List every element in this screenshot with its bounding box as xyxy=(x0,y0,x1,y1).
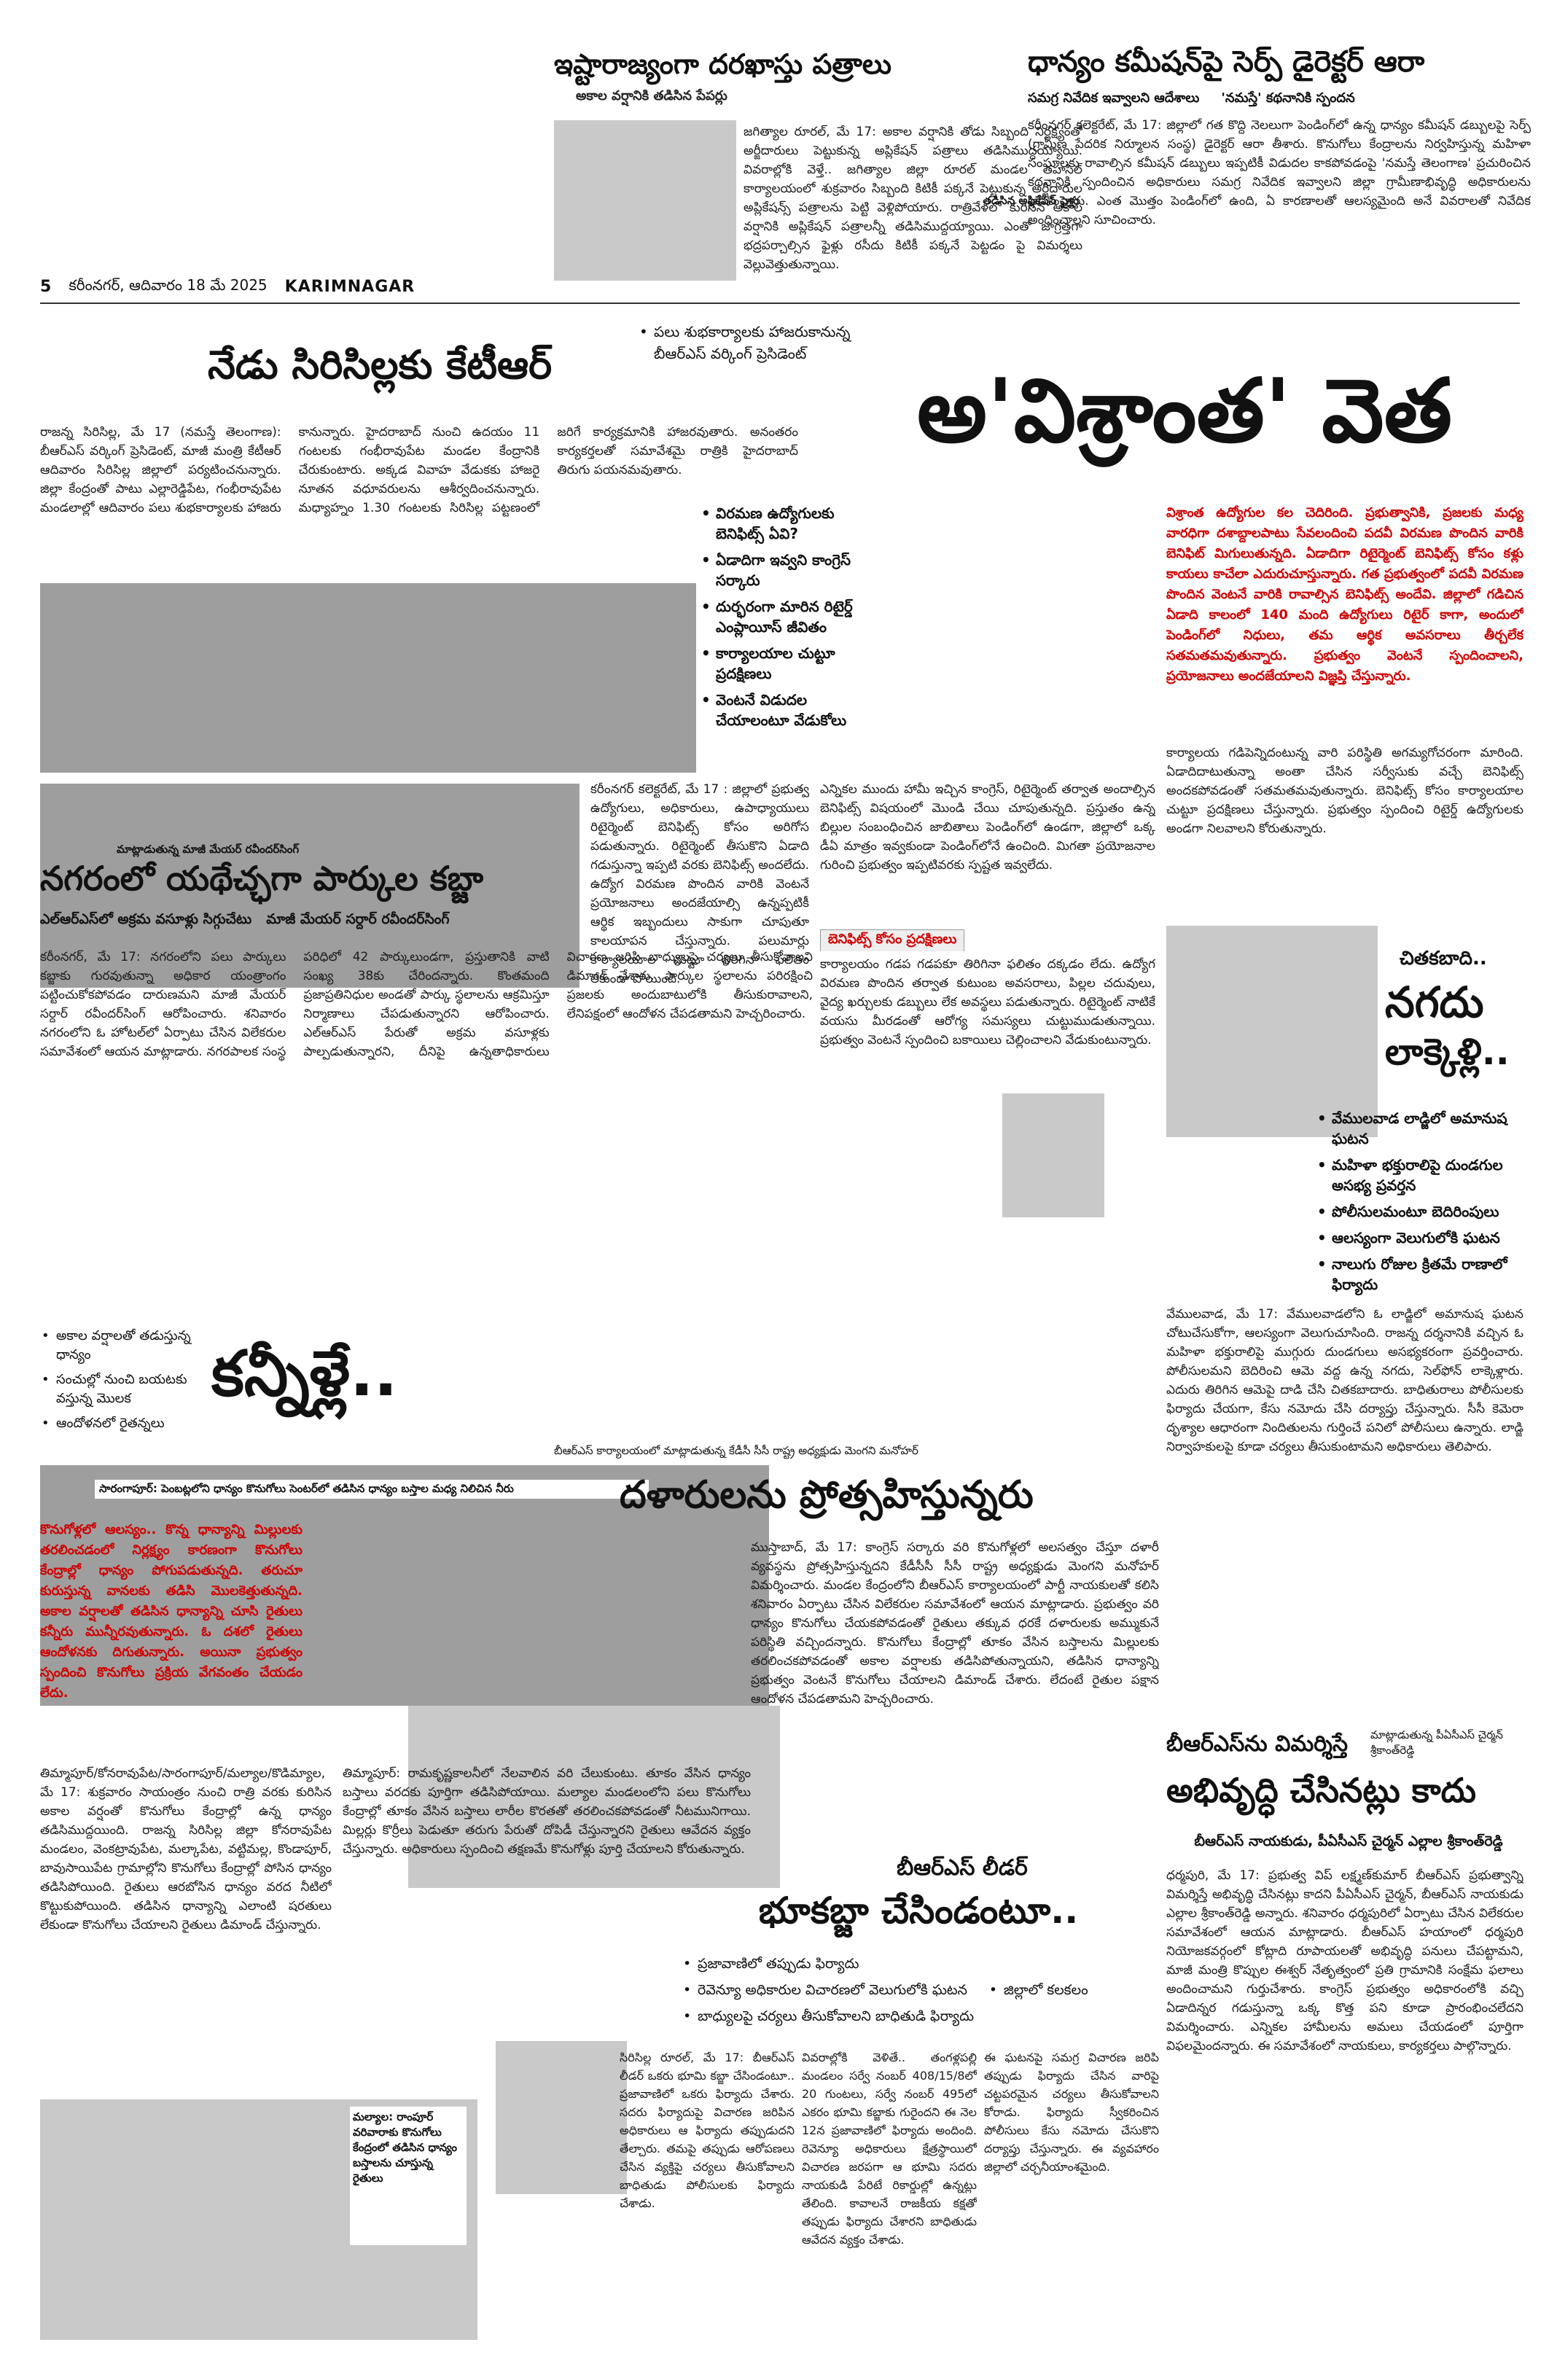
development-byline: బీఆర్‌ఎస్ నాయకుడు, పీఏసీఎస్ చైర్మన్ ఎల్ల… xyxy=(1194,1833,1503,1849)
tears-headline: కన్నీళ్లే.. xyxy=(211,1338,398,1411)
ktr-headline: నేడు సిరిసిల్లకు కేటీఆర్ xyxy=(208,343,553,388)
cash-body: వేములవాడ, మే 17: వేములవాడలోని ఓ లాడ్జిలో… xyxy=(1166,1307,1523,1454)
restless-bullet: దుర్భరంగా మారిన రిటైర్డ్ ఎంప్లాయీస్ జీవి… xyxy=(700,596,860,637)
land-kicker: బీఆర్‌ఎస్ లీడర్ xyxy=(897,1855,1028,1881)
land-photo xyxy=(496,2041,627,2194)
brokers-kicker: బీఆర్‌ఎస్ కార్యాలయంలో మాట్లాడుతున్న కేడీ… xyxy=(554,1444,918,1457)
land-body-c: ఈ ఘటనపై సమగ్ర విచారణ జరిపి తప్పుడు ఫిర్య… xyxy=(984,2051,1159,2174)
land-bullets: ప్రజావాణిలో తప్పుడు ఫిర్యాదు రెవెన్యూ అధ… xyxy=(682,1954,1163,2041)
applications-photo xyxy=(554,120,736,281)
cash-headline: నగదు లాక్కెళ్లి.. xyxy=(1385,978,1510,1073)
edition-name: KARIMNAGAR xyxy=(284,277,415,296)
cash-bullet: పోలీసులమంటూ బెదిరింపులు xyxy=(1316,1201,1534,1222)
land-bullet: ప్రజావాణిలో తప్పుడు ఫిర్యాదు xyxy=(682,1954,859,1974)
cash-bullets: వేములవాడ లాడ్జిలో అమానుష ఘటన మహిళా భక్తు… xyxy=(1316,1108,1534,1298)
restless-body-d: కార్యాలయ గడిపెన్నిదంటున్న వారి పరిస్థితి… xyxy=(1166,746,1523,836)
commission-body: కరీంనగర్ కలెక్టరేట్, మే 17: జిల్లాలో గత … xyxy=(1028,118,1531,227)
restless-red-intro: విశ్రాంత ఉద్యోగుల కల చెదిరింది. ప్రభుత్వ… xyxy=(1166,505,1523,684)
ktr-bullets: పలు శుభకార్యాలకు హాజరుకానున్న బీఆర్‌ఎస్ … xyxy=(638,321,856,408)
development-body: ధర్మపురి, మే 17: ప్రభుత్వ విప్ లక్ష్మణ్‌… xyxy=(1166,1868,1523,2053)
tears-body-left: తిమ్మాపూర్/కోనరావుపేట/సారంగాపూర్/మల్యాల/… xyxy=(40,1766,332,1932)
parks-photo xyxy=(40,784,580,988)
restless-inset-photo xyxy=(1002,1093,1104,1217)
story-commission: ధాన్యం కమీషన్‌పై సెర్ప్ డైరెక్టర్ ఆరా సమ… xyxy=(1028,44,1531,299)
restless-bullet: ఏడాదిగా ఇవ్వని కాంగ్రెస్ సర్కారు xyxy=(700,550,860,590)
tears-caption: సారంగాపూర్: పెంబట్లలోని ధాన్యం కొనుగోలు … xyxy=(95,1480,649,1499)
parks-caption: మాట్లాడుతున్న మాజీ మేయర్ రవీందర్‌సింగ్ xyxy=(117,843,300,856)
tears-body-right: తిమ్మాపూర్: రామకృష్ణకాలనీలో నేలవాలిన వరి… xyxy=(343,1766,751,1857)
header-rule xyxy=(40,303,1520,304)
ktr-bullet: పలు శుభకార్యాలకు హాజరుకానున్న బీఆర్‌ఎస్ … xyxy=(638,321,856,364)
restless-bullets: విరమణ ఉద్యోగులకు బెనిఫిట్స్ ఏవి? ఏడాదిగా… xyxy=(700,503,860,780)
tears-red-intro: కొనుగోళ్లలో ఆలస్యం.. కొన్న ధాన్యాన్ని మి… xyxy=(40,1522,303,1701)
development-kicker: మాట్లాడుతున్న పీఏసీఎస్ చైర్మన్ శ్రీకాంత్… xyxy=(1370,1728,1503,1757)
story-applications: ఇష్టారాజ్యంగా దరఖాస్తు పత్రాలు అకాల వర్ష… xyxy=(554,47,926,281)
brokers-headline: దళారులను ప్రోత్సహిస్తున్నరు xyxy=(620,1473,1034,1517)
land-body-a: సిరిసిల్ల రూరల్, మే 17: బీఆర్‌ఎస్ లీడర్ … xyxy=(620,2051,795,2210)
parks-sub: ఎల్‌ఆర్‌ఎస్‌లో అక్రమ వసూళ్లు సిగ్గుచేటు … xyxy=(40,911,450,927)
restless-bullet: కార్యాలయాల చుట్టూ ప్రదక్షిణలు xyxy=(700,643,860,684)
tears-photo-3-caption: మల్యాల: రాంపూర్ వరివారాకు కొనుగోలు కేంద్… xyxy=(350,2107,467,2245)
cash-bullet: ఆలస్యంగా వెలుగులోకి ఘటన xyxy=(1316,1228,1534,1248)
restless-headline: అ'విశ్రాంత' వెత xyxy=(917,361,1452,462)
ktr-body: రాజన్న సిరిసిల్ల, మే 17 (నమస్తే తెలంగాణ)… xyxy=(40,425,798,515)
land-headline: భూకబ్జా చేసిండంటూ.. xyxy=(758,1889,1079,1932)
tears-photo-2 xyxy=(408,1706,780,1888)
tears-bullet: ఆందోళనలో రైతన్నలు xyxy=(40,1414,222,1433)
applications-photo-caption: తడిసిన అప్లికేషన్ ఫైళ్లు xyxy=(983,194,1079,207)
restless-body-b: ఎన్నికల ముందు హామీ ఇచ్చిన కాంగ్రెస్, రిట… xyxy=(820,782,1155,873)
development-pre: బీఆర్‌ఎస్‌ను విమర్శిస్తే xyxy=(1166,1731,1349,1757)
commission-headline: ధాన్యం కమీషన్‌పై సెర్ప్ డైరెక్టర్ ఆరా xyxy=(1028,45,1425,79)
land-bullet: రెవెన్యూ అధికారుల విచారణలో వెలుగులోకి ఘట… xyxy=(682,1980,967,2000)
restless-bullet: విరమణ ఉద్యోగులకు బెనిఫిట్స్ ఏవి? xyxy=(700,503,860,544)
land-bullet: జిల్లాలో కలకలం xyxy=(988,1980,1088,2000)
tears-photo-main xyxy=(40,1465,769,1706)
page-header: 5 కరీంనగర్, ఆదివారం 18 మే 2025 KARIMNAGA… xyxy=(40,273,550,300)
brokers-body: ముస్తాబాద్, మే 17: కాంగ్రెస్ సర్కారు వరి… xyxy=(751,1540,1159,1706)
dateline: కరీంనగర్, ఆదివారం 18 మే 2025 xyxy=(69,276,268,294)
cash-bullet: వేములవాడ లాడ్జిలో అమానుష ఘటన xyxy=(1316,1108,1534,1149)
parks-body: కరీంనగర్, మే 17: నగరంలోని పలు పార్కులు క… xyxy=(40,950,813,1059)
development-headline: అభివృద్ధి చేసినట్లు కాదు xyxy=(1166,1771,1477,1810)
cash-bullet: మహిళా భక్తురాలిపై దుండగుల అసభ్య ప్రవర్తన xyxy=(1316,1155,1534,1195)
land-bullet: బాధ్యులపై చర్యలు తీసుకోవాలని బాధితుడి ఫి… xyxy=(682,2006,974,2026)
cash-kicker: చితకబాది.. xyxy=(1400,948,1487,969)
commission-sub-2: 'నమస్తే' కథనానికి స్పందన xyxy=(1221,90,1355,106)
restless-bullet: వెంటనే విడుదల చేయాలంటూ వేడుకోలు xyxy=(700,690,860,730)
restless-body-a: కరీంనగర్ కలెక్టరేట్, మే 17 : జిల్లాలో ప్… xyxy=(590,782,809,986)
tears-bullets: అకాల వర్షాలతో తడుస్తున్న ధాన్యం సంచుల్లో… xyxy=(40,1327,222,1458)
page-number: 5 xyxy=(40,277,52,296)
applications-headline: ఇష్టారాజ్యంగా దరఖాస్తు పత్రాలు xyxy=(554,48,891,80)
restless-inline-head: బెనిఫిట్స్ కోసం ప్రదక్షిణలు xyxy=(820,929,1155,951)
restless-body-c: కార్యాలయం గడప గడపకూ తిరిగినా ఫలితం దక్కడ… xyxy=(820,957,1155,1047)
retirees-photo xyxy=(40,583,696,773)
land-body-b: వివరాల్లోకి వెళితే.. తంగళ్లపల్లి మండలం స… xyxy=(802,2051,977,2247)
applications-kicker: అకాల వర్షానికి తడిసిన పేపర్లు xyxy=(576,88,727,104)
tears-bullet: అకాల వర్షాలతో తడుస్తున్న ధాన్యం xyxy=(40,1327,222,1365)
commission-sub-1: సమగ్ర నివేదిక ఇవ్వాలని ఆదేశాలు xyxy=(1028,90,1200,106)
cash-photo xyxy=(1166,926,1378,1137)
tears-bullet: సంచుల్లో నుంచి బయటకు వస్తున్న మొలక xyxy=(40,1370,222,1408)
parks-headline: నగరంలో యథేచ్ఛగా పార్కుల కబ్జా xyxy=(40,859,484,898)
applications-body: జగిత్యాల రూరల్, మే 17: అకాల వర్షానికి తో… xyxy=(744,125,1082,272)
cash-bullet: నాలుగు రోజుల క్రితమే రాణాలో ఫిర్యాదు xyxy=(1316,1254,1534,1295)
